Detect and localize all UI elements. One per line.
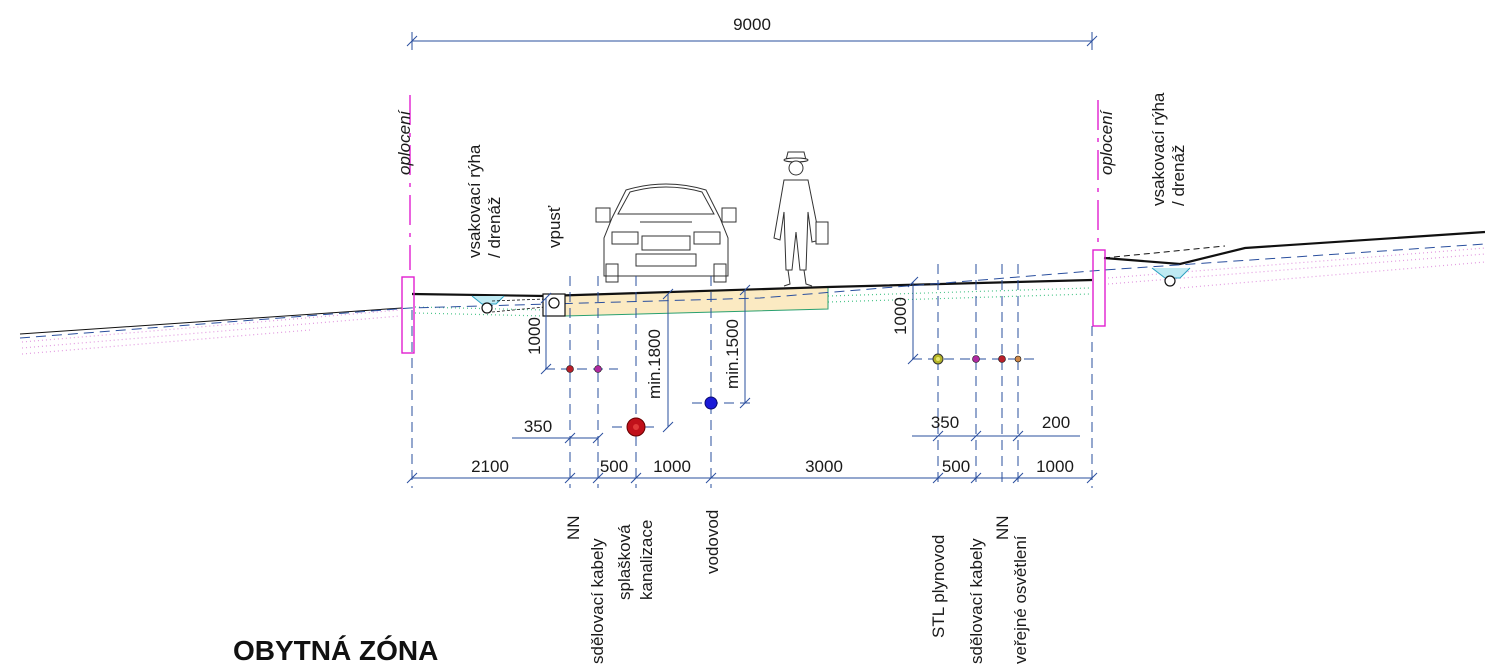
dim-500-left: 500	[600, 457, 628, 476]
swale-left	[471, 295, 546, 314]
inlet-vpust	[542, 293, 566, 317]
ground-line-left	[19, 307, 403, 335]
utility-level-lines	[545, 358, 1036, 428]
dimension-water-depth: min.1500	[723, 284, 751, 409]
offset-right-label: 350	[931, 413, 959, 432]
utility-telecom-left	[594, 365, 602, 373]
utility-label-water: vodovod	[703, 510, 722, 574]
inlet-label: vpusť	[545, 205, 564, 248]
fence-left-label: oplocení	[395, 108, 414, 175]
ground-line-main	[411, 278, 1093, 298]
dim-1000-right: 1000	[1036, 457, 1074, 476]
total-width-label: 9000	[733, 15, 771, 34]
utility-lighting	[1014, 355, 1022, 363]
dim-3000: 3000	[805, 457, 843, 476]
utility-label-gas: STL plynovod	[929, 535, 948, 638]
dimension-offset-right-350: 350	[912, 413, 1002, 442]
offset-left-label: 350	[524, 417, 552, 436]
right-depth-label: 1000	[891, 297, 910, 335]
utility-telecom-right	[972, 355, 980, 363]
reference-line	[19, 243, 1485, 339]
swale-left-label-1: vsakovací rýha	[465, 144, 484, 258]
utility-markers	[566, 353, 1022, 437]
utility-label-telecom-right: sdělovací kabely	[967, 538, 986, 664]
dimension-sewer-depth: min.1800	[645, 288, 674, 433]
sewer-depth-label: min.1800	[645, 329, 664, 399]
swale-left-label-2: / drenáž	[485, 197, 504, 258]
utility-label-sewer-2: kanalizace	[637, 520, 656, 600]
dimension-chain-bottom: 2100 500 1000 3000 500 1000	[406, 457, 1098, 484]
dimension-right-depth: 1000	[891, 276, 919, 365]
utility-label-sewer-1: splašková	[615, 524, 634, 600]
swale-right-label-2: / drenáž	[1169, 145, 1188, 206]
offset-right-200-label: 200	[1042, 413, 1070, 432]
car-illustration	[595, 183, 737, 283]
dimension-offset-left-350: 350	[512, 417, 604, 444]
fill-slope-dashed	[1103, 245, 1226, 259]
dim-500-right: 500	[942, 457, 970, 476]
page-title: OBYTNÁ ZÓNA	[233, 635, 438, 666]
soil-texture	[21, 247, 1485, 355]
fence-right	[1092, 100, 1106, 327]
utility-nn-left	[566, 365, 574, 373]
dimension-left-depth: 1000	[525, 292, 552, 375]
dim-1000-mid: 1000	[653, 457, 691, 476]
dimension-offset-right-200: 200	[1002, 413, 1080, 442]
dimension-total: 9000	[406, 15, 1098, 50]
utility-label-telecom-left: sdělovací kabely	[588, 538, 607, 664]
swale-right-label-1: vsakovací rýha	[1149, 92, 1168, 206]
utility-water	[704, 396, 718, 410]
swale-right	[1151, 267, 1191, 287]
dim-2100: 2100	[471, 457, 509, 476]
utility-label-lighting: veřejné osvětlení	[1011, 535, 1030, 664]
water-depth-label: min.1500	[723, 319, 742, 389]
utility-nn-right	[998, 355, 1006, 363]
fence-right-label: oplocení	[1097, 108, 1116, 175]
extension-lines	[411, 264, 1093, 488]
person-illustration	[773, 151, 829, 287]
fence-left	[401, 95, 415, 354]
left-depth-label: 1000	[525, 317, 544, 355]
utility-label-nn-left: NN	[564, 515, 583, 540]
ground-line-right	[1103, 230, 1485, 266]
utility-label-nn-right: NN	[993, 515, 1012, 540]
